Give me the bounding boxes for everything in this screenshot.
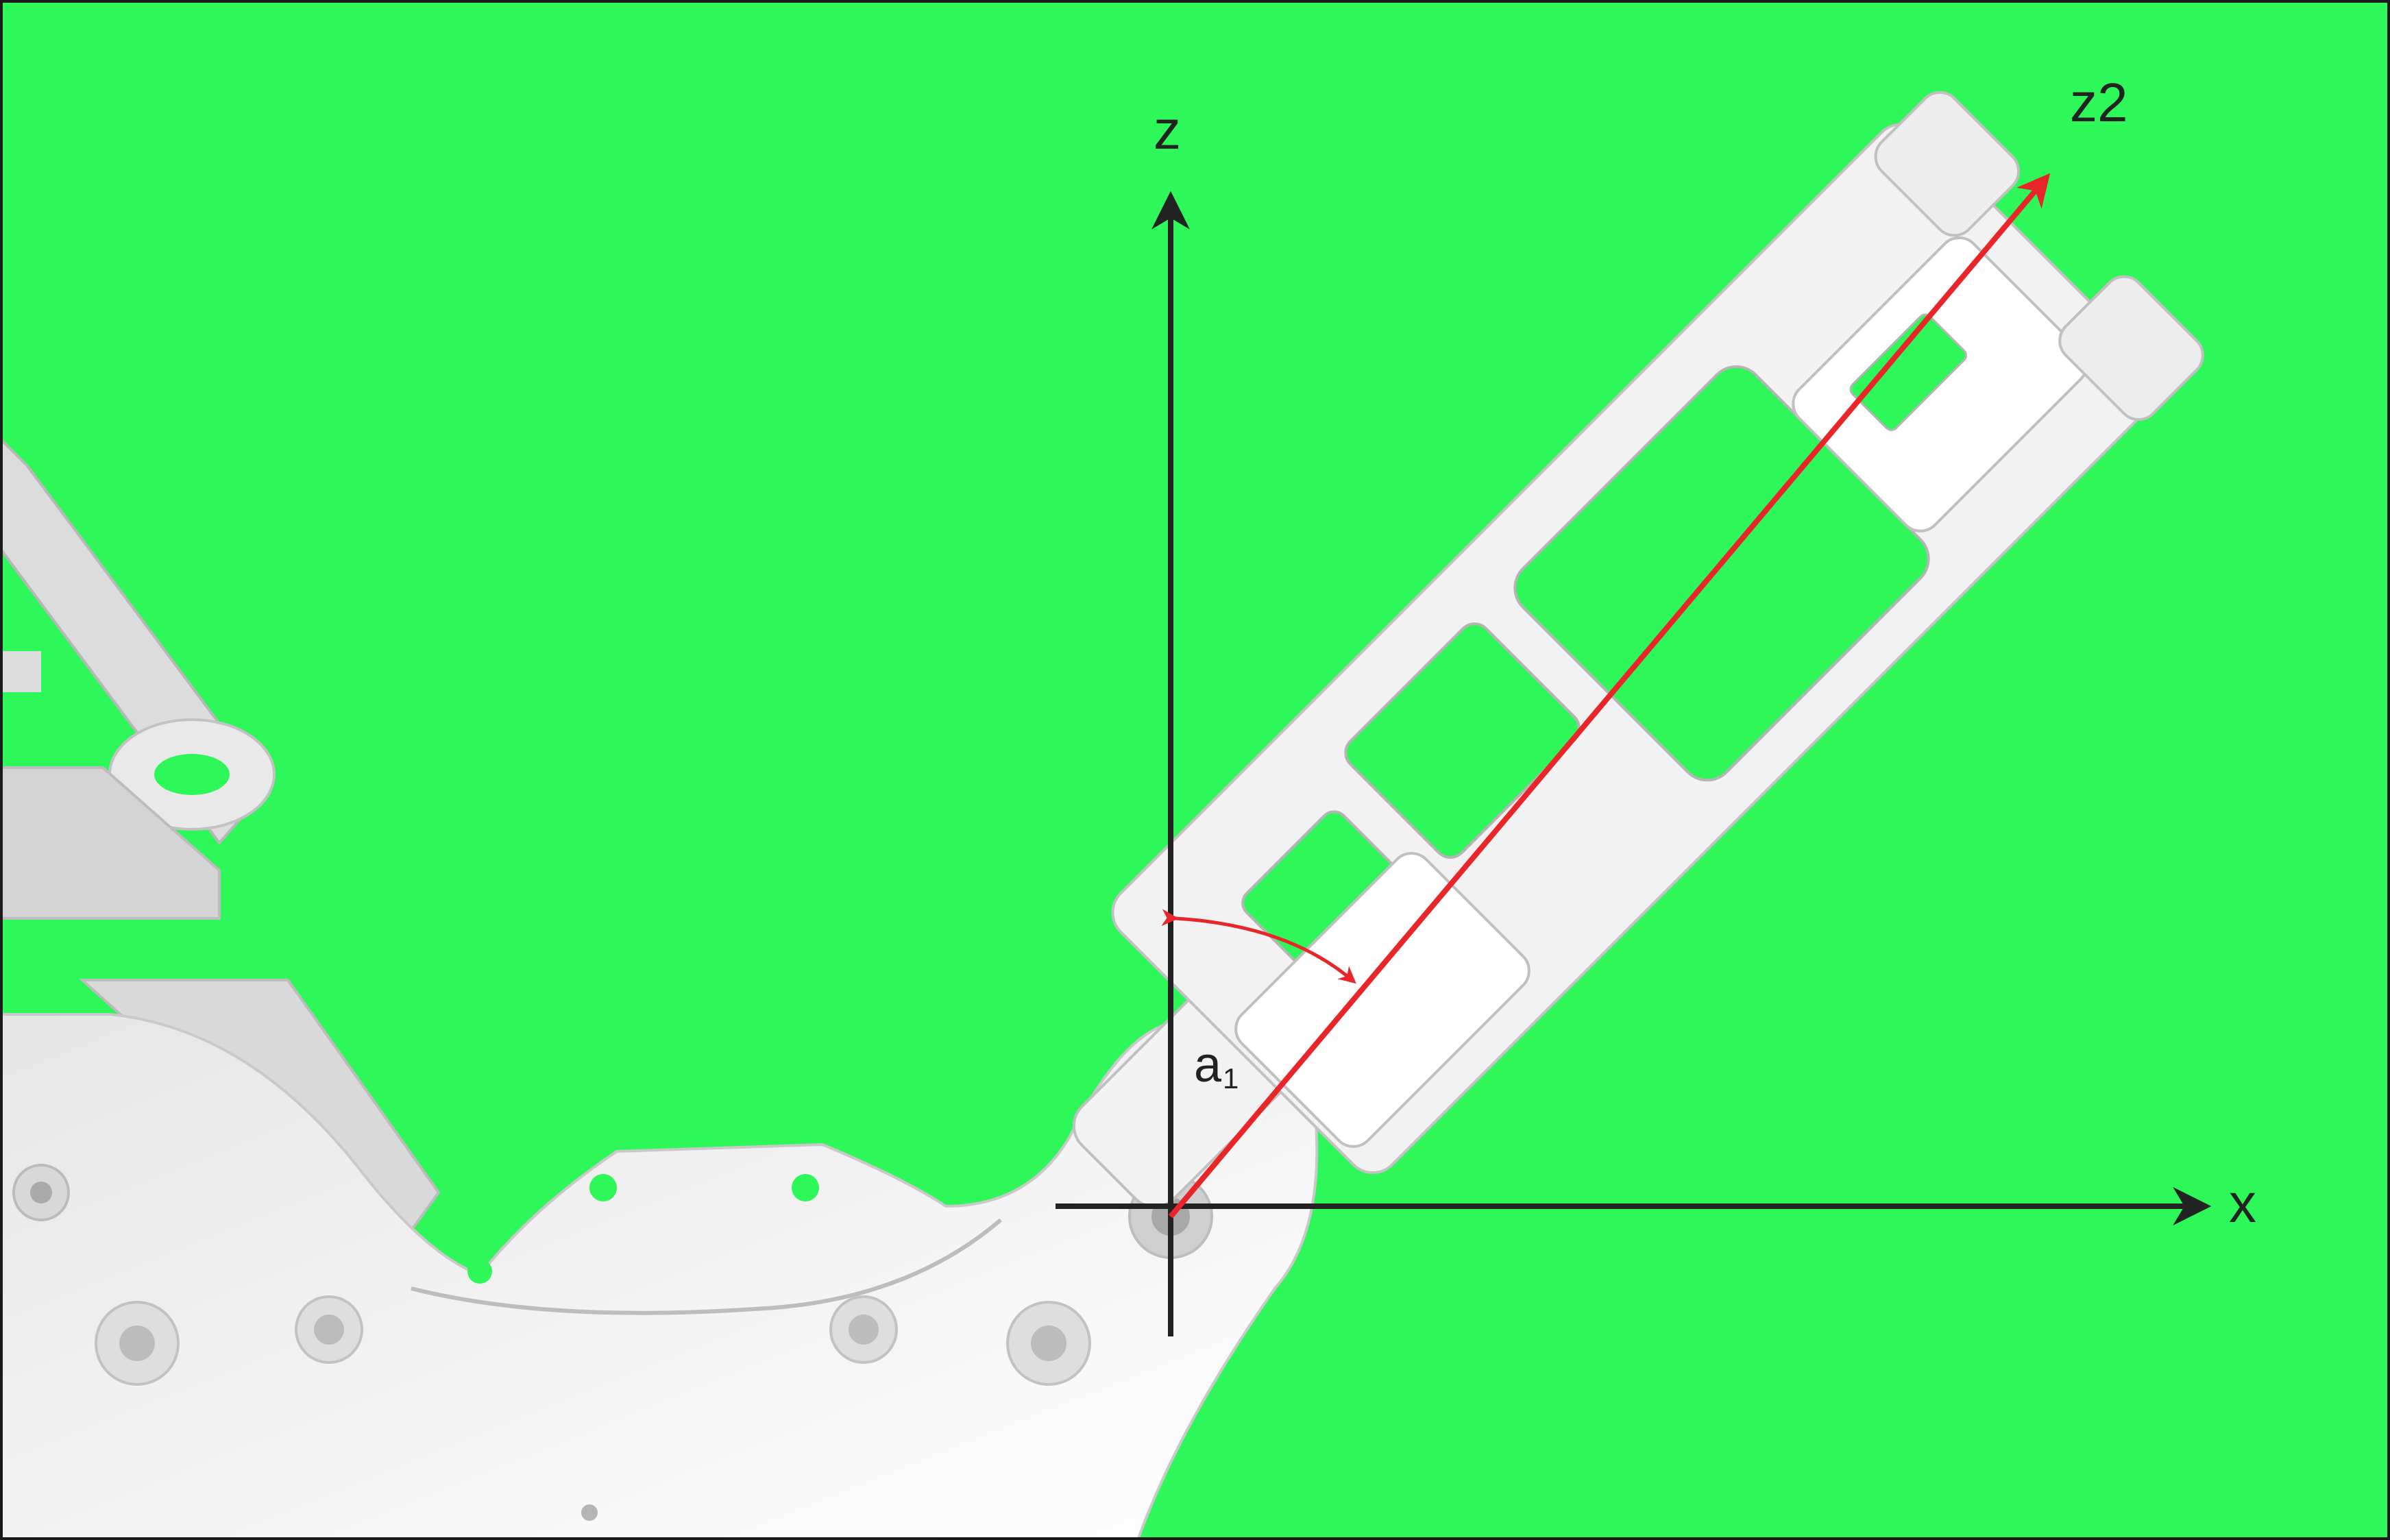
base-plate bbox=[0, 1013, 1319, 1540]
angle-subscript: 1 bbox=[1223, 1062, 1239, 1095]
x-axis-label: x bbox=[2229, 1173, 2256, 1234]
z2-axis-label: z2 bbox=[2070, 72, 2128, 133]
z-axis-label: z bbox=[1154, 99, 1181, 160]
angle-label: a1 bbox=[1194, 1040, 1239, 1093]
rotated-arm-link bbox=[1072, 90, 2204, 1208]
angle-symbol: a bbox=[1194, 1038, 1222, 1092]
angle-arc bbox=[1161, 909, 1356, 984]
z2-axis-line bbox=[1168, 173, 2051, 1219]
